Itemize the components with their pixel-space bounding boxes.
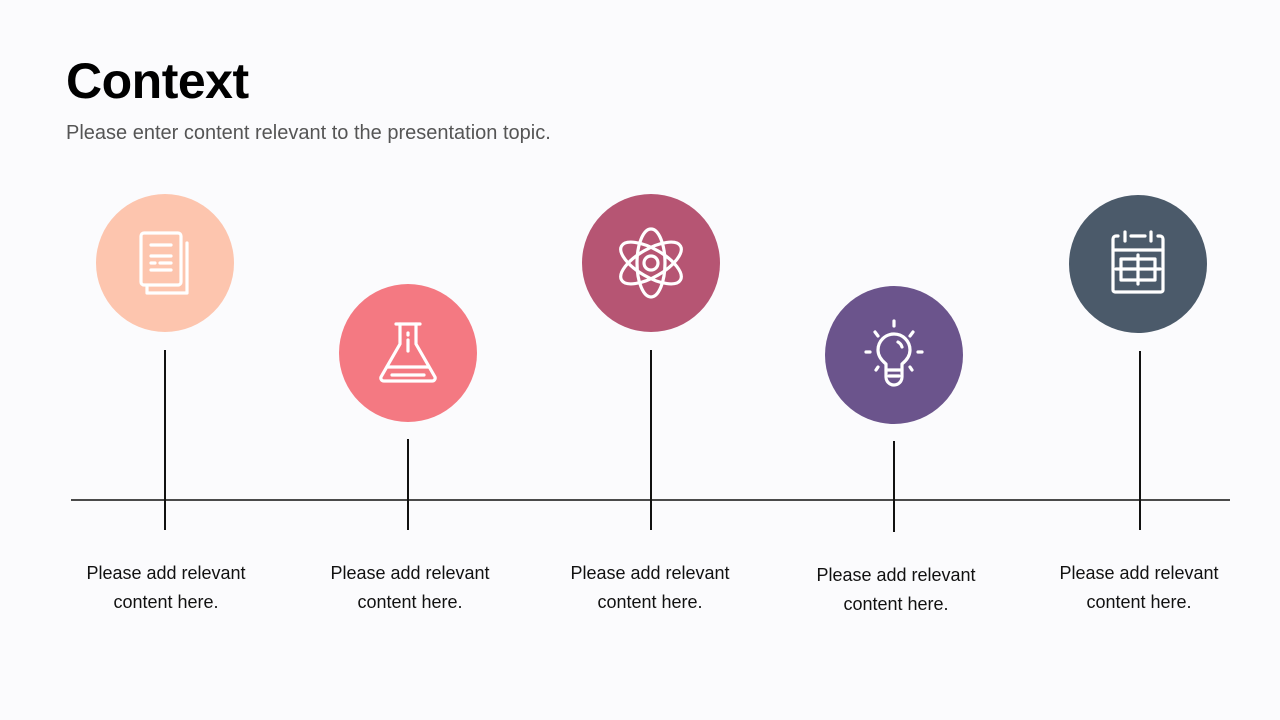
timeline-node-5 (1069, 195, 1207, 333)
timeline-node-4 (825, 286, 963, 424)
timeline-label-2: Please add relevant content here. (330, 563, 490, 612)
timeline-node-1 (96, 194, 234, 332)
timeline-node-3 (582, 194, 720, 332)
timeline-stem-5 (1139, 351, 1141, 530)
documents-icon (139, 231, 189, 295)
timeline-stem-2 (407, 439, 409, 530)
timeline-node-2 (339, 284, 477, 422)
flask-icon (379, 322, 437, 383)
slide-subtitle: Please enter content relevant to the pre… (66, 122, 551, 144)
timeline-label-3: Please add relevant content here. (570, 563, 730, 612)
timeline-label-4: Please add relevant content here. (816, 565, 976, 614)
lightbulb-icon (864, 319, 924, 387)
timeline-stem-1 (164, 350, 166, 530)
calendar-icon (1111, 230, 1165, 294)
timeline-stem-3 (650, 350, 652, 530)
timeline-stem-4 (893, 441, 895, 532)
atom-icon (619, 227, 683, 299)
timeline-label-5: Please add relevant content here. (1059, 563, 1219, 612)
timeline-label-1: Please add relevant content here. (86, 563, 246, 612)
slide-title: Context (66, 53, 249, 109)
